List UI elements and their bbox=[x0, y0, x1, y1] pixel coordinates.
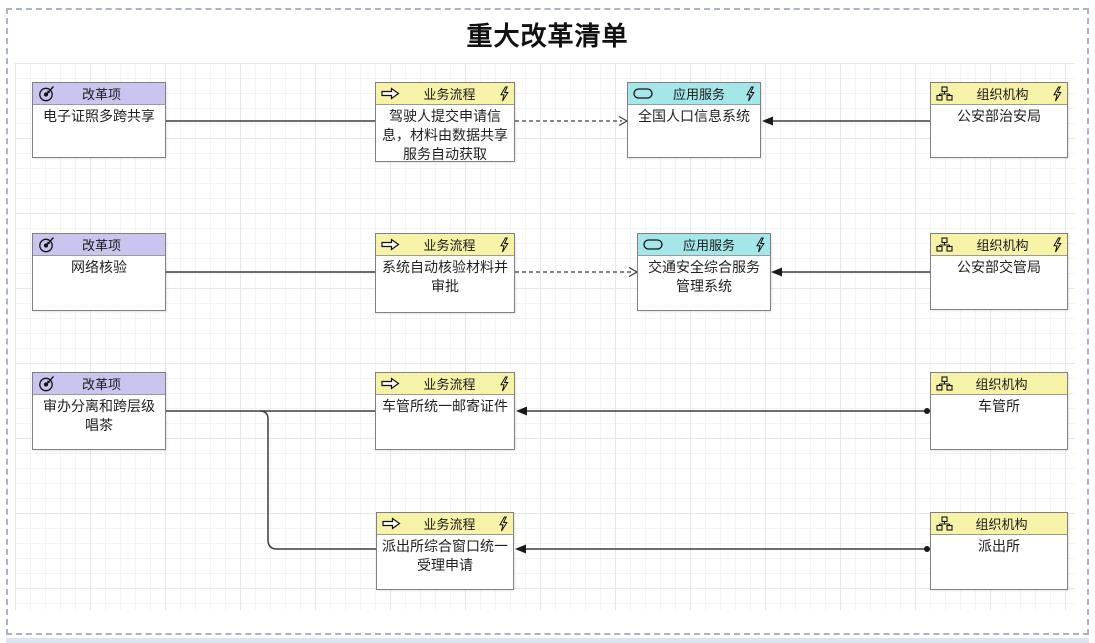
node-name: 车管所 bbox=[978, 398, 1020, 414]
node-organization-3[interactable]: 组织机构 车管所 bbox=[930, 372, 1068, 450]
diagram-title: 重大改革清单 bbox=[466, 21, 629, 51]
node-name: 车管所统一邮寄证件 bbox=[382, 398, 508, 414]
process-arrow-icon bbox=[381, 87, 400, 100]
node-reform-item-1[interactable]: 改革项 电子证照多跨共享 bbox=[32, 82, 166, 158]
node-organization-1[interactable]: 组织机构 公安部治安局 bbox=[930, 82, 1068, 158]
node-type-label: 组织机构 bbox=[976, 87, 1029, 102]
node-reform-item-3[interactable]: 改革项 审办分离和跨层级唱茶 bbox=[32, 372, 166, 450]
node-name: 交通安全综合服务管理系统 bbox=[648, 259, 760, 294]
node-name: 全国人口信息系统 bbox=[638, 108, 750, 124]
node-name: 派出所综合窗口统一受理申请 bbox=[382, 538, 508, 573]
node-type-label: 改革项 bbox=[81, 87, 121, 102]
node-name: 系统自动核验材料并审批 bbox=[382, 259, 508, 294]
org-chart-icon bbox=[936, 516, 953, 531]
node-type-label: 应用服务 bbox=[682, 238, 735, 253]
node-type-label: 业务流程 bbox=[423, 377, 476, 392]
node-application-service-2[interactable]: 应用服务 交通安全综合服务管理系统 bbox=[637, 233, 771, 311]
node-header: 组织机构 bbox=[931, 373, 1067, 395]
node-header: 改革项 bbox=[33, 234, 165, 256]
node-organization-4[interactable]: 组织机构 派出所 bbox=[930, 512, 1068, 590]
org-chart-icon bbox=[936, 376, 953, 391]
canvas-bottom-strip bbox=[6, 638, 1089, 643]
node-business-process-2[interactable]: 业务流程 系统自动核验材料并审批 bbox=[375, 233, 515, 313]
node-type-label: 业务流程 bbox=[423, 517, 476, 532]
node-name: 公安部交管局 bbox=[957, 259, 1041, 275]
service-pill-icon bbox=[643, 239, 663, 250]
org-chart-icon bbox=[936, 86, 953, 101]
bolt-icon bbox=[498, 516, 508, 532]
assignment-ball bbox=[924, 546, 930, 552]
node-header: 组织机构 bbox=[931, 83, 1067, 105]
node-type-label: 改革项 bbox=[81, 238, 121, 253]
bolt-icon bbox=[499, 237, 509, 253]
org-chart-icon bbox=[936, 237, 953, 252]
node-header: 组织机构 bbox=[931, 513, 1067, 535]
goal-icon bbox=[38, 236, 55, 253]
assignment-ball bbox=[924, 408, 930, 414]
node-type-label: 组织机构 bbox=[975, 517, 1028, 532]
bolt-icon bbox=[1052, 237, 1062, 253]
node-name: 电子证照多跨共享 bbox=[43, 108, 155, 124]
node-header: 业务流程 bbox=[377, 513, 513, 535]
node-header: 业务流程 bbox=[376, 234, 514, 256]
node-name: 公安部治安局 bbox=[957, 108, 1041, 124]
goal-icon bbox=[38, 375, 55, 392]
node-type-label: 组织机构 bbox=[976, 238, 1029, 253]
node-organization-2[interactable]: 组织机构 公安部交管局 bbox=[930, 233, 1068, 310]
node-header: 改革项 bbox=[33, 373, 165, 395]
node-type-label: 业务流程 bbox=[423, 87, 476, 102]
node-name: 驾驶人提交申请信息，材料由数据共享服务自动获取 bbox=[382, 108, 508, 162]
grid-background bbox=[15, 63, 1075, 610]
bolt-icon bbox=[745, 86, 755, 102]
node-header: 业务流程 bbox=[376, 373, 514, 395]
node-business-process-1[interactable]: 业务流程 驾驶人提交申请信息，材料由数据共享服务自动获取 bbox=[375, 82, 515, 162]
service-pill-icon bbox=[633, 88, 653, 99]
connector-reform3-process4-branch[interactable] bbox=[259, 410, 376, 550]
process-arrow-icon bbox=[381, 238, 400, 251]
node-type-label: 组织机构 bbox=[975, 377, 1028, 392]
node-name: 网络核验 bbox=[71, 259, 127, 275]
bolt-icon bbox=[755, 237, 765, 253]
node-header: 应用服务 bbox=[628, 83, 760, 105]
node-type-label: 改革项 bbox=[81, 377, 121, 392]
node-name: 审办分离和跨层级唱茶 bbox=[43, 398, 155, 433]
node-header: 业务流程 bbox=[376, 83, 514, 105]
bolt-icon bbox=[499, 376, 509, 392]
node-header: 改革项 bbox=[33, 83, 165, 105]
node-name: 派出所 bbox=[978, 538, 1020, 554]
node-header: 应用服务 bbox=[638, 234, 770, 256]
node-business-process-4[interactable]: 业务流程 派出所综合窗口统一受理申请 bbox=[376, 512, 514, 590]
process-arrow-icon bbox=[381, 377, 400, 390]
goal-icon bbox=[38, 85, 55, 102]
filled-arrowhead bbox=[762, 116, 773, 126]
filled-arrowhead bbox=[771, 267, 782, 277]
bolt-icon bbox=[499, 86, 509, 102]
process-arrow-icon bbox=[382, 517, 401, 530]
node-reform-item-2[interactable]: 改革项 网络核验 bbox=[32, 233, 166, 311]
node-header: 组织机构 bbox=[931, 234, 1067, 256]
filled-arrowhead bbox=[515, 544, 526, 554]
node-type-label: 应用服务 bbox=[672, 87, 725, 102]
bolt-icon bbox=[1052, 86, 1062, 102]
node-application-service-1[interactable]: 应用服务 全国人口信息系统 bbox=[627, 82, 761, 158]
node-business-process-3[interactable]: 业务流程 车管所统一邮寄证件 bbox=[375, 372, 515, 450]
node-type-label: 业务流程 bbox=[423, 238, 476, 253]
filled-arrowhead bbox=[516, 406, 527, 416]
